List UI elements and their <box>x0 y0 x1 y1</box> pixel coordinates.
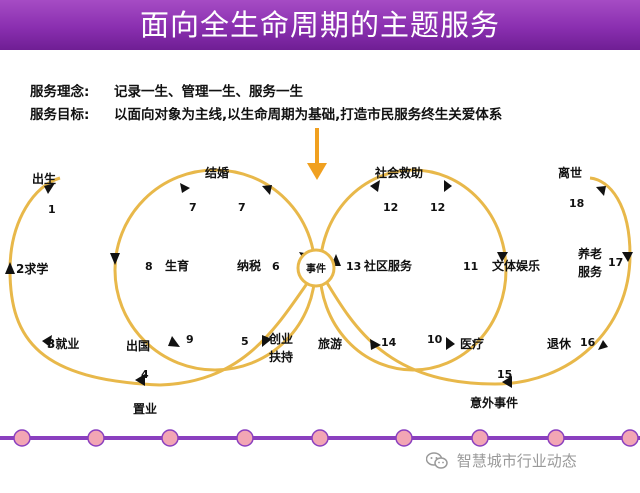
arrow-marker <box>262 185 272 195</box>
arrow-marker <box>444 180 452 192</box>
node-number: 5 <box>241 335 249 348</box>
node-number: 13 <box>346 260 361 273</box>
node-number: 9 <box>186 333 194 346</box>
arrow-marker <box>135 374 145 386</box>
statement-label: 服务理念: <box>30 84 90 100</box>
arrow-marker <box>110 253 120 265</box>
node-number: 17 <box>608 256 623 269</box>
watermark: 智慧城市行业动态 <box>426 450 577 474</box>
node-number: 10 <box>427 333 443 346</box>
node-label: 意外事件 <box>470 395 518 410</box>
arrow-marker <box>596 186 606 196</box>
timeline-dot <box>395 429 413 447</box>
arrow-marker <box>446 337 455 350</box>
loop-4 <box>316 176 632 386</box>
timeline-dot <box>13 429 31 447</box>
timeline-dot <box>161 429 179 447</box>
timeline-dot <box>87 429 105 447</box>
node-number: 4 <box>141 368 149 381</box>
arrow-marker <box>497 252 508 262</box>
node-number: 14 <box>381 336 397 349</box>
node-number: 8 <box>145 260 153 273</box>
node-label: 2求学 <box>16 261 48 276</box>
statement-text: 记录一生、管理一生、服务一生 <box>114 84 303 100</box>
timeline-dot <box>471 429 489 447</box>
arrow-marker <box>168 336 180 347</box>
node-number: 7 <box>189 201 197 214</box>
arrow-marker <box>502 376 512 388</box>
node-label: 生育 <box>165 258 189 273</box>
node-label: 退休 <box>547 336 572 351</box>
page-title: 面向全生命周期的主题服务 <box>139 8 500 42</box>
node-number: 12 <box>430 201 445 214</box>
node-label: 离世 <box>558 165 582 180</box>
statement-label: 服务目标: <box>30 107 90 123</box>
loop-1 <box>8 176 320 387</box>
node-number: 16 <box>580 336 596 349</box>
node-number: 6 <box>272 260 280 273</box>
timeline <box>0 429 640 447</box>
node-label: 文体娱乐 <box>492 258 540 273</box>
node-label: 养老 <box>577 246 602 261</box>
timeline-dot <box>311 429 329 447</box>
title-banner <box>0 0 640 50</box>
node-labels: 出生 1 2求学 3就业 4 置业 出国 9 8 生育 7 结婚 7 纳税 6 … <box>16 165 623 416</box>
node-number: 1 <box>48 203 56 216</box>
timeline-dot <box>547 429 565 447</box>
event-center: 事件 <box>296 248 336 288</box>
node-label: 置业 <box>133 401 157 416</box>
arrow-marker <box>622 252 633 262</box>
arrow-marker <box>262 335 272 347</box>
watermark-text: 智慧城市行业动态 <box>456 452 577 470</box>
arrow-marker <box>42 335 52 347</box>
node-number: 7 <box>238 201 246 214</box>
timeline-dot <box>236 429 254 447</box>
arrow-marker <box>370 180 380 192</box>
arrow-marker <box>5 262 15 274</box>
statement-text: 以面向对象为主线,以生命周期为基础,打造市民服务终生关爱体系 <box>114 107 503 123</box>
node-number: 11 <box>463 260 478 273</box>
node-number: 15 <box>497 368 512 381</box>
down-arrow-icon <box>307 128 327 180</box>
node-label: 出生 <box>32 171 56 186</box>
node-label: 出国 <box>126 338 150 353</box>
arrow-marker <box>44 183 55 194</box>
node-label: 旅游 <box>318 336 342 351</box>
node-number: 18 <box>569 197 584 210</box>
arrow-marker <box>370 339 381 350</box>
flow-arrows <box>5 180 633 388</box>
node-label: 3就业 <box>47 336 79 351</box>
timeline-dot <box>621 429 639 447</box>
arrow-marker <box>598 340 608 350</box>
node-number: 12 <box>383 201 398 214</box>
service-philosophy: 服务理念: 记录一生、管理一生、服务一生 <box>30 80 303 100</box>
node-label: 扶持 <box>269 349 293 364</box>
node-label: 社会救助 <box>374 165 423 180</box>
node-label: 社区服务 <box>363 258 413 273</box>
event-center-label: 事件 <box>306 262 326 275</box>
service-goal: 服务目标: 以面向对象为主线,以生命周期为基础,打造市民服务终生关爱体系 <box>30 103 502 123</box>
wechat-icon <box>426 451 448 469</box>
node-label: 结婚 <box>205 165 229 180</box>
arrow-marker <box>180 183 190 193</box>
node-label: 纳税 <box>237 258 261 273</box>
node-label: 医疗 <box>460 336 484 351</box>
node-label: 服务 <box>578 264 603 279</box>
node-label: 创业 <box>268 331 293 346</box>
